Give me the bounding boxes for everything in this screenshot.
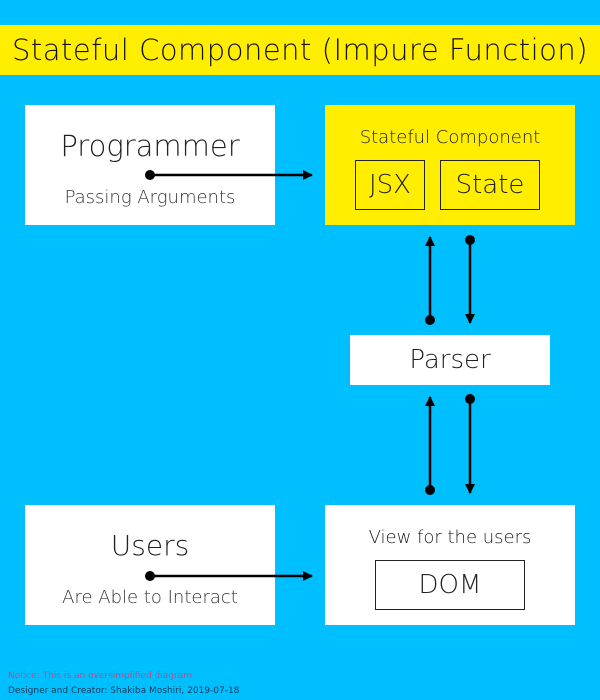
view-box: View for the users DOM [325, 505, 575, 625]
programmer-title: Programmer [60, 129, 240, 163]
programmer-to-stateful-arrow [145, 170, 313, 180]
notice-text: Notice: This is an oversimplified diagra… [8, 671, 192, 681]
stateful-to-parser-arrow [465, 235, 475, 324]
parser-to-stateful-arrow [425, 236, 435, 325]
stateful-component-title: Stateful Component [359, 127, 541, 148]
users-subtitle: Are Able to Interact [62, 587, 238, 608]
jsx-box: JSX [355, 160, 425, 210]
diagram-title: Stateful Component (Impure Function) [0, 25, 600, 75]
users-box: Users [25, 505, 275, 625]
parser-to-view-arrow [465, 394, 475, 494]
view-title: View for the users [368, 527, 532, 548]
dom-box: DOM [375, 560, 525, 610]
users-title: Users [110, 529, 190, 562]
credit-text: Designer and Creator: Shakiba Moshiri, 2… [8, 686, 240, 696]
programmer-box: Programmer [25, 105, 275, 225]
users-to-view-arrow [145, 571, 313, 581]
state-box: State [440, 160, 540, 210]
programmer-subtitle: Passing Arguments [64, 187, 236, 208]
view-to-parser-arrow [425, 396, 435, 495]
parser-box: Parser [350, 335, 550, 385]
stateful-component-box: Stateful Component JSX State [325, 105, 575, 225]
